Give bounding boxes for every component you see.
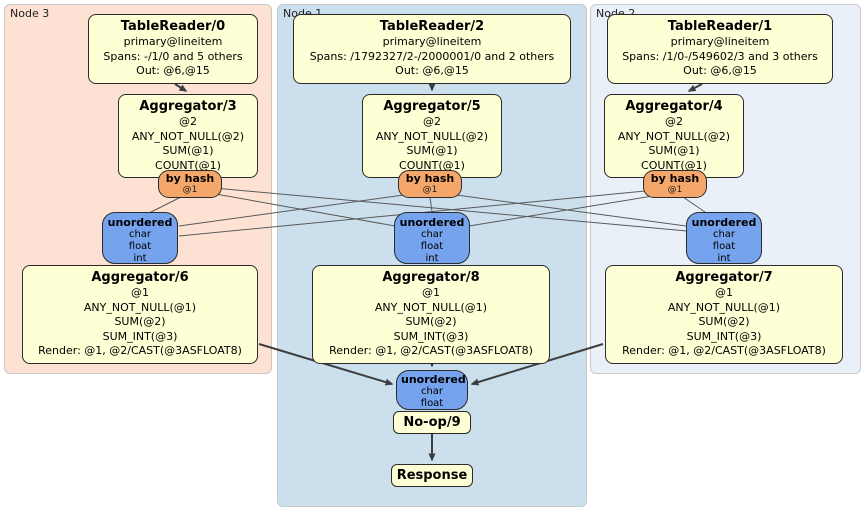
processor-detail: Render: @1, @2/CAST(@3ASFLOAT8) — [622, 344, 826, 357]
sync-title: unordered — [399, 216, 465, 229]
processor-detail: SUM_INT(@3) — [393, 329, 469, 343]
processor-aggregator-8: Aggregator/8 @1 ANY_NOT_NULL(@1) SUM(@2)… — [312, 265, 550, 364]
processor-aggregator-7: Aggregator/7 @1 ANY_NOT_NULL(@1) SUM(@2)… — [605, 265, 843, 364]
processor-tablereader-2: TableReader/2 primary@lineitem Spans: /1… — [293, 14, 571, 84]
router-title: by hash — [165, 172, 215, 185]
processor-noop-9: No-op/9 — [393, 411, 471, 434]
sync-column: float — [128, 241, 152, 252]
processor-detail: SUM(@1) — [162, 144, 214, 157]
processor-title: Aggregator/8 — [382, 270, 480, 285]
router-columns: @1 — [422, 185, 438, 195]
processor-title: TableReader/1 — [667, 19, 773, 34]
processor-detail: SUM_INT(@3) — [686, 329, 762, 343]
processor-tablereader-1: TableReader/1 primary@lineitem Spans: /1… — [607, 14, 833, 84]
hash-router-node3: by hash @1 — [158, 170, 222, 198]
processor-detail: primary@lineitem — [670, 35, 770, 48]
sync-column: char — [712, 229, 736, 240]
processor-detail: @2 — [179, 115, 197, 128]
processor-detail: Spans: /1792327/2-/2000001/0 and 2 other… — [309, 49, 555, 63]
sync-column: float — [420, 241, 444, 252]
processor-detail: SUM(@2) — [405, 315, 457, 328]
processor-detail: COUNT(@1) — [399, 158, 465, 172]
processor-detail: Render: @1, @2/CAST(@3ASFLOAT8) — [329, 344, 533, 357]
processor-aggregator-4: Aggregator/4 @2 ANY_NOT_NULL(@2) SUM(@1)… — [604, 94, 744, 178]
processor-title: TableReader/0 — [120, 19, 226, 34]
sync-column: int — [717, 253, 731, 264]
hash-router-node2: by hash @1 — [643, 170, 707, 198]
processor-detail: SUM(@2) — [698, 315, 750, 328]
node3-label: Node 3 — [10, 7, 50, 20]
processor-detail: primary@lineitem — [382, 35, 482, 48]
processor-aggregator-6: Aggregator/6 @1 ANY_NOT_NULL(@1) SUM(@2)… — [22, 265, 258, 364]
sync-column: char — [420, 386, 444, 397]
sync-column: int — [133, 253, 147, 264]
router-title: by hash — [650, 172, 700, 185]
processor-title: Aggregator/4 — [625, 99, 723, 114]
processor-tablereader-0: TableReader/0 primary@lineitem Spans: -/… — [88, 14, 258, 84]
unordered-sync-node2: unordered char float int — [686, 212, 762, 264]
processor-detail: SUM(@1) — [406, 144, 458, 157]
processor-title: Aggregator/6 — [91, 270, 189, 285]
sync-title: unordered — [107, 216, 173, 229]
processor-detail: COUNT(@1) — [641, 158, 707, 172]
sync-column: char — [420, 229, 444, 240]
processor-title: Aggregator/5 — [383, 99, 481, 114]
processor-detail: SUM(@2) — [114, 315, 166, 328]
processor-detail: @1 — [422, 286, 440, 299]
sync-title: unordered — [691, 216, 757, 229]
router-title: by hash — [405, 172, 455, 185]
processor-detail: Out: @6,@15 — [395, 64, 469, 77]
sync-column: float — [420, 398, 444, 409]
processor-title: Aggregator/7 — [675, 270, 773, 285]
processor-detail: primary@lineitem — [123, 35, 223, 48]
processor-title: TableReader/2 — [379, 19, 485, 34]
processor-aggregator-3: Aggregator/3 @2 ANY_NOT_NULL(@2) SUM(@1)… — [118, 94, 258, 178]
unordered-sync-node3: unordered char float int — [102, 212, 178, 264]
processor-detail: ANY_NOT_NULL(@2) — [617, 129, 731, 143]
processor-detail: @2 — [665, 115, 683, 128]
processor-detail: Out: @6,@15 — [683, 64, 757, 77]
processor-detail: @1 — [131, 286, 149, 299]
sync-column: char — [128, 229, 152, 240]
sync-title: unordered — [401, 373, 466, 386]
processor-detail: Spans: -/1/0 and 5 others — [103, 49, 243, 63]
processor-detail: Out: @6,@15 — [136, 64, 210, 77]
processor-detail: Render: @1, @2/CAST(@3ASFLOAT8) — [38, 344, 242, 357]
processor-detail: Spans: /1/0-/549602/3 and 3 others — [622, 49, 818, 63]
router-columns: @1 — [667, 185, 683, 195]
processor-detail: COUNT(@1) — [155, 158, 221, 172]
router-columns: @1 — [182, 185, 198, 195]
response-box: Response — [391, 464, 473, 487]
processor-detail: ANY_NOT_NULL(@1) — [374, 300, 488, 314]
processor-detail: ANY_NOT_NULL(@1) — [83, 300, 197, 314]
processor-aggregator-5: Aggregator/5 @2 ANY_NOT_NULL(@2) SUM(@1)… — [362, 94, 502, 178]
processor-detail: ANY_NOT_NULL(@2) — [131, 129, 245, 143]
processor-detail: SUM_INT(@3) — [102, 329, 178, 343]
unordered-sync-final: unordered char float — [396, 370, 468, 410]
processor-detail: @2 — [423, 115, 441, 128]
hash-router-node1: by hash @1 — [398, 170, 462, 198]
unordered-sync-node1: unordered char float int — [394, 212, 470, 264]
sync-column: float — [712, 241, 736, 252]
processor-detail: ANY_NOT_NULL(@1) — [667, 300, 781, 314]
processor-detail: ANY_NOT_NULL(@2) — [375, 129, 489, 143]
sync-column: int — [425, 253, 439, 264]
processor-detail: @1 — [715, 286, 733, 299]
processor-title: Aggregator/3 — [139, 99, 237, 114]
processor-detail: SUM(@1) — [648, 144, 700, 157]
